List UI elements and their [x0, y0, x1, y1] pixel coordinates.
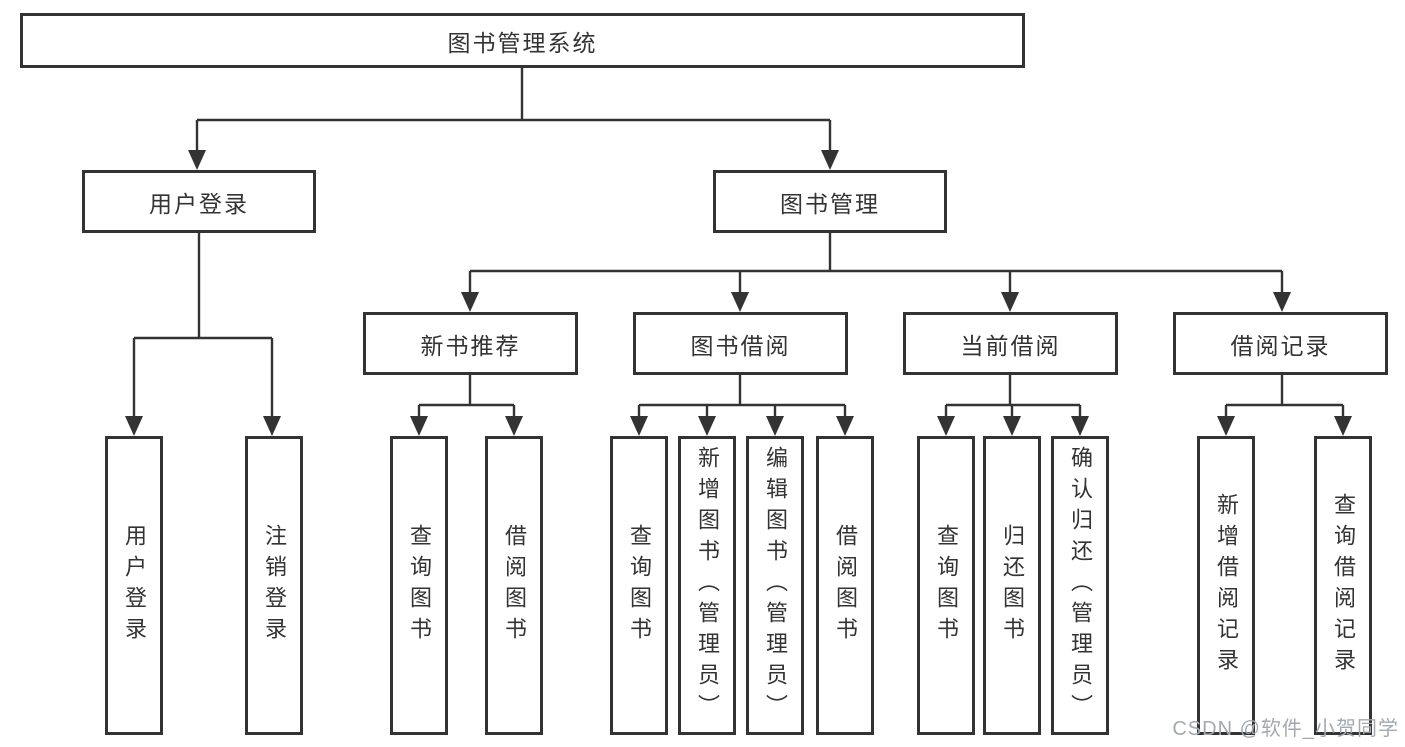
leaf-borrow-books: 借阅图书: [816, 436, 874, 735]
leaf-add-book-admin: 新增图书（管理员）: [678, 436, 736, 735]
node-book-borrowing: 图书借阅: [633, 312, 848, 375]
leaf-user-login: 用户登录: [105, 436, 163, 735]
leaf-add-book-admin-label: 新增图书（管理员）: [695, 446, 720, 725]
leaf-add-borrow-record-label: 新增借阅记录: [1214, 492, 1239, 679]
leaf-confirm-return-admin-label: 确认归还（管理员）: [1068, 446, 1093, 725]
leaf-add-borrow-record: 新增借阅记录: [1197, 436, 1255, 735]
leaf-logout: 注销登录: [245, 436, 303, 735]
node-book-management-module: 图书管理: [713, 170, 947, 233]
leaf-borrow-books-label: 借阅图书: [833, 523, 858, 648]
leaf-query-books-current-label: 查询图书: [934, 523, 959, 648]
leaf-user-login-label: 用户登录: [122, 523, 147, 648]
node-library-management-system: 图书管理系统: [20, 13, 1025, 68]
leaf-confirm-return-admin: 确认归还（管理员）: [1051, 436, 1109, 735]
leaf-query-books-current: 查询图书: [917, 436, 975, 735]
leaf-query-books-recommend: 查询图书: [390, 436, 448, 735]
leaf-borrow-books-recommend-label: 借阅图书: [502, 523, 527, 648]
leaf-borrow-books-recommend: 借阅图书: [485, 436, 543, 735]
node-borrowing-records: 借阅记录: [1173, 312, 1388, 375]
node-user-login-module: 用户登录: [82, 170, 316, 233]
leaf-query-borrow-record-label: 查询借阅记录: [1331, 492, 1356, 679]
leaf-logout-label: 注销登录: [262, 523, 287, 648]
node-current-borrowing: 当前借阅: [903, 312, 1118, 375]
leaf-query-books-borrowing-label: 查询图书: [627, 523, 652, 648]
leaf-edit-book-admin: 编辑图书（管理员）: [746, 436, 804, 735]
leaf-return-books: 归还图书: [983, 436, 1041, 735]
leaf-query-books-recommend-label: 查询图书: [407, 523, 432, 648]
leaf-query-books-borrowing: 查询图书: [610, 436, 668, 735]
leaf-edit-book-admin-label: 编辑图书（管理员）: [763, 446, 788, 725]
node-new-book-recommendation: 新书推荐: [363, 312, 578, 375]
leaf-query-borrow-record: 查询借阅记录: [1314, 436, 1372, 735]
leaf-return-books-label: 归还图书: [1000, 523, 1025, 648]
